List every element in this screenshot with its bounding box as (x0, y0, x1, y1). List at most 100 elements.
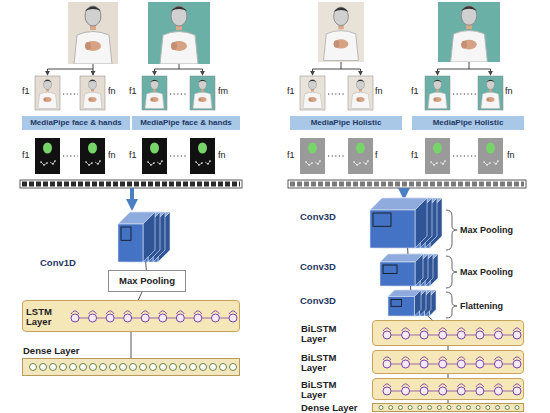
feature-map (370, 198, 427, 248)
lstm-cell (457, 331, 465, 339)
lstm-cell (420, 387, 428, 395)
dense-unit (476, 406, 480, 410)
feature-maps (370, 198, 442, 248)
layer-brackets (446, 210, 457, 318)
dense-unit (110, 364, 117, 371)
lstm-cell (494, 360, 502, 368)
frame-index: f1 (411, 150, 419, 160)
layer-connector (131, 332, 132, 358)
node-label: MediaPipe face & hands (132, 116, 240, 130)
frame-background (35, 76, 60, 110)
split-arrow (48, 69, 94, 75)
recurrent-loop (476, 384, 484, 387)
node-label: BiLSTM Layer (301, 380, 343, 400)
lstm-cell (402, 360, 410, 368)
signer-photo (74, 6, 112, 64)
recurrent-loop (476, 328, 484, 331)
kernel-window (121, 227, 131, 240)
dense-unit (505, 406, 509, 410)
lstm-layer: BiLSTM Layer (372, 320, 524, 346)
layer-note: Flattening (460, 301, 503, 311)
lstm-cell (439, 360, 447, 368)
map-side (415, 290, 422, 316)
layer-connector (138, 292, 142, 300)
lstm-cell (159, 314, 167, 322)
feature-maps (118, 212, 170, 262)
cell-link (502, 364, 513, 365)
dense-unit (190, 364, 197, 371)
cell-link (167, 318, 177, 319)
node-label: BiLSTM Layer (301, 324, 343, 344)
photo-background (68, 2, 118, 64)
dense-unit (230, 364, 237, 371)
lstm-layer: LSTM Layer (22, 300, 240, 332)
feature-map (118, 212, 155, 262)
lstm-cell (71, 314, 79, 322)
split-arrow (155, 64, 180, 75)
ellipsis-dots (453, 93, 476, 94)
recurrent-loop (513, 384, 521, 387)
recurrent-loop (159, 311, 167, 314)
cell-link (502, 391, 513, 392)
recurrent-loop (457, 328, 465, 331)
split-arrow (469, 69, 491, 75)
dense-unit (466, 406, 470, 410)
map-front (370, 210, 415, 248)
recurrent-loop (457, 384, 465, 387)
conv-block: Conv3D (380, 254, 438, 286)
recurrent-loop (420, 328, 428, 331)
cell-link (132, 318, 142, 319)
recurrent-loop (383, 328, 391, 331)
dense-units (379, 406, 519, 410)
keypoint-overlay (195, 143, 211, 166)
node-label: MediaPipe Holistic (290, 116, 402, 130)
recurrent-loop (211, 311, 219, 314)
photo-background (318, 2, 364, 62)
kernel-window (391, 300, 402, 307)
cell-link (79, 318, 89, 319)
node-shape (118, 212, 170, 262)
split-arrows (48, 62, 491, 75)
recurrent-loop (141, 311, 149, 314)
dense-unit (140, 364, 147, 371)
frame-background (190, 76, 215, 110)
node-label: Dense Layer (23, 346, 103, 356)
recurrent-loop (71, 311, 79, 314)
ellipsis-dots (453, 155, 476, 156)
map-side (415, 198, 427, 248)
conv-block: Conv3D (370, 198, 442, 248)
cell-link (149, 318, 159, 319)
signer-photo (160, 6, 198, 64)
dense-layer: Dense Layer (372, 403, 524, 412)
keypoint-overlay (483, 143, 499, 166)
layer-connector (448, 346, 449, 350)
lstm-cells (383, 384, 521, 395)
recurrent-loop (194, 311, 202, 314)
node-shape (373, 404, 525, 413)
recurrent-loop (383, 357, 391, 360)
recurrent-loop (439, 328, 447, 331)
map-side (143, 212, 155, 262)
lstm-cell (420, 331, 428, 339)
sequence-strip (288, 180, 526, 188)
lstm-cell (229, 314, 237, 322)
recurrent-loop (89, 311, 97, 314)
lstm-cell (439, 387, 447, 395)
layer-connector (448, 374, 449, 378)
keypoint-frame (348, 138, 373, 174)
dense-units (30, 364, 237, 371)
recurrent-loop (383, 384, 391, 387)
cell-link (410, 335, 421, 336)
cell-link (484, 391, 495, 392)
cell-link (428, 391, 439, 392)
feature-maps (388, 290, 436, 316)
map-front (388, 297, 415, 317)
frame-index: f1 (411, 86, 419, 96)
cell-link (202, 318, 212, 319)
lstm-cell (476, 360, 484, 368)
cell-link (465, 335, 476, 336)
lstm-cell (383, 360, 391, 368)
dense-unit (80, 364, 87, 371)
dense-unit (30, 364, 37, 371)
keypoint-frame (35, 138, 60, 174)
